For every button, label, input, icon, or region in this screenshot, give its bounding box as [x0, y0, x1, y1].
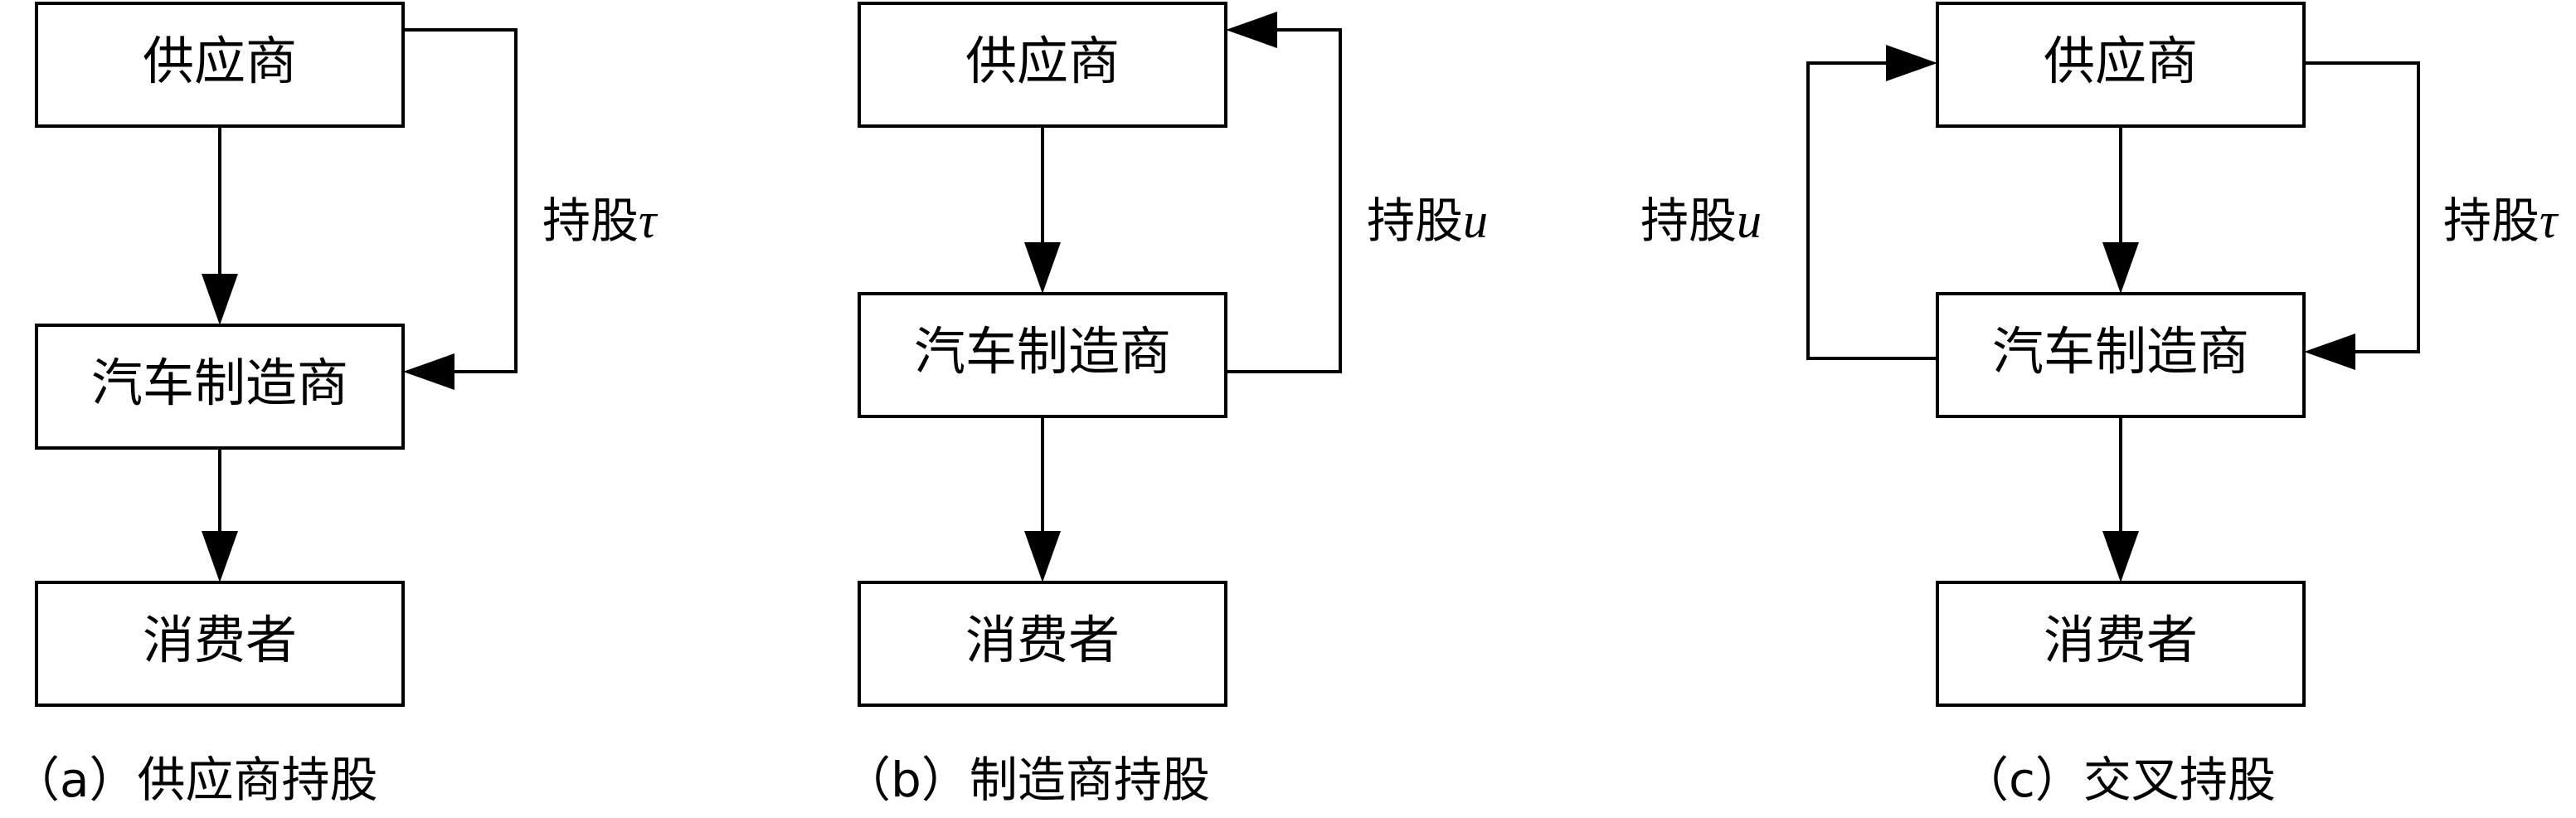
arrowhead-a3: [403, 353, 454, 390]
arrowhead-b3: [1226, 12, 1277, 48]
supplier-label-b: 供应商: [965, 31, 1120, 91]
arrowhead-c2: [2102, 531, 2139, 582]
manufacturer-label-a: 汽车制造商: [91, 353, 348, 413]
shareholding-arrow-b: [1226, 28, 1342, 373]
supplier-label-a: 供应商: [143, 31, 297, 91]
panel-a: 供应商 汽车制造商 消费者 持股τ （a）供应商持股: [12, 2, 659, 808]
consumer-label-a: 消费者: [143, 610, 297, 670]
consumer-label-b: 消费者: [965, 610, 1120, 670]
shareholding-label-a: 持股τ: [542, 192, 659, 249]
supplier-box-a: [35, 2, 405, 128]
shareholding-label-b: 持股u: [1367, 192, 1488, 249]
manufacturer-label-b: 汽车制造商: [914, 321, 1171, 382]
consumer-label-c: 消费者: [2044, 610, 2198, 670]
shareholding-arrow-c-right: [2304, 61, 2420, 353]
supplier-box-b: [858, 2, 1227, 128]
manufacturer-box-b: [858, 292, 1227, 418]
caption-b: （b）制造商持股: [843, 752, 1210, 808]
arrowhead-c4: [2304, 334, 2355, 370]
arrowhead-b2: [1024, 531, 1061, 582]
arrowhead-c3: [1886, 45, 1937, 81]
arrowhead-c1: [2102, 242, 2139, 294]
panel-c: 供应商 汽车制造商 消费者 持股u 持股τ （c）交叉持股: [1640, 2, 2559, 808]
arrowhead-b1: [1024, 242, 1061, 294]
shareholding-arrow-c-left: [1806, 61, 1937, 360]
manufacturer-label-c: 汽车制造商: [1992, 321, 2249, 382]
arrowhead-a1: [202, 274, 238, 325]
consumer-box-c: [1936, 581, 2306, 707]
arrowhead-a2: [202, 531, 238, 582]
supplier-label-c: 供应商: [2044, 31, 2198, 91]
shareholding-arrow-a: [403, 28, 518, 373]
consumer-box-b: [858, 581, 1227, 707]
shareholding-label-c-left: 持股u: [1640, 192, 1762, 249]
panel-b: 供应商 汽车制造商 消费者 持股u （b）制造商持股: [843, 2, 1488, 808]
shareholding-label-c-right: 持股τ: [2443, 192, 2559, 249]
manufacturer-box-c: [1936, 292, 2306, 418]
caption-c: （c）交叉持股: [1961, 752, 2276, 808]
caption-a: （a）供应商持股: [12, 752, 378, 808]
manufacturer-box-a: [35, 324, 405, 450]
